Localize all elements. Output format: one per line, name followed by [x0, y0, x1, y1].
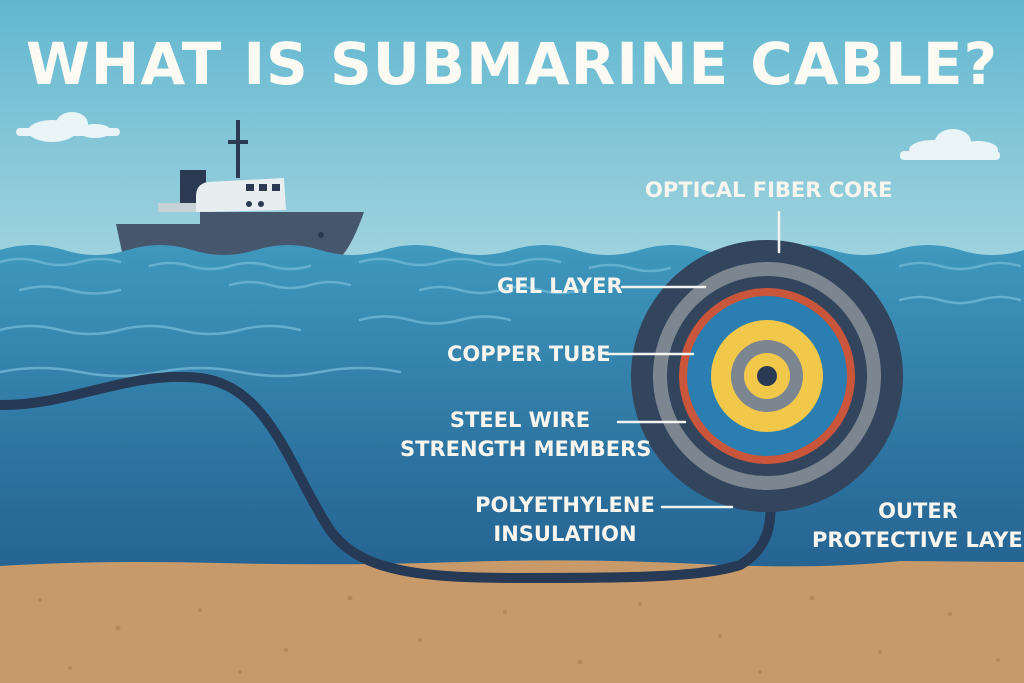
cloud-left	[16, 112, 120, 142]
cloud-right	[900, 129, 1000, 160]
wave-lines	[0, 257, 1022, 378]
page-title: WHAT IS SUBMARINE CABLE?	[25, 30, 999, 98]
label-steel-wire: STEEL WIRE STRENGTH MEMBERS	[400, 406, 652, 464]
label-polyethylene-line-1: POLYETHYLENE	[475, 493, 655, 517]
label-steel-wire-line-1: STEEL WIRE	[449, 408, 591, 432]
leader-lines	[604, 210, 781, 509]
label-copper-tube: COPPER TUBE	[447, 342, 611, 366]
label-outer-layer: OUTER PROTECTIVE LAYER	[812, 497, 1024, 555]
label-gel-layer: GEL LAYER	[497, 274, 623, 298]
label-outer-layer-line-2: PROTECTIVE LAYER	[812, 528, 1024, 552]
label-outer-layer-line-1: OUTER	[878, 499, 958, 523]
cable-line	[0, 371, 776, 584]
label-optical-fiber-core: OPTICAL FIBER CORE	[645, 178, 893, 202]
cable-cross-section	[631, 240, 903, 512]
sky	[0, 0, 1024, 260]
label-steel-wire-line-2: STRENGTH MEMBERS	[400, 437, 652, 461]
label-polyethylene: POLYETHYLENE INSULATION	[470, 491, 660, 549]
sea-floor	[0, 560, 1024, 683]
sand-speckles	[38, 595, 1000, 674]
label-polyethylene-line-2: INSULATION	[493, 522, 637, 546]
fiber-core	[757, 366, 777, 386]
